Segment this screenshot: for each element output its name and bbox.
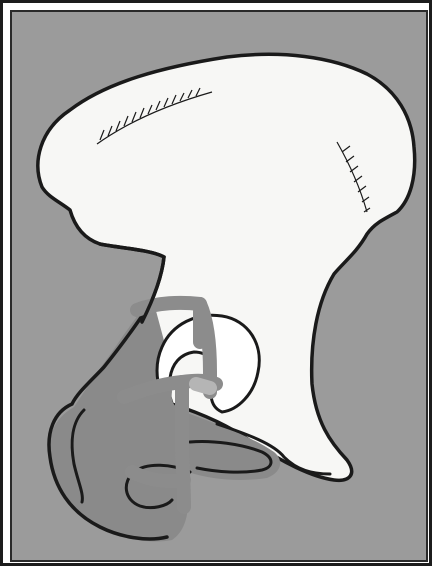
fracture-highlight — [196, 384, 210, 388]
vertical-fracture — [182, 382, 184, 507]
pelvis-diagram — [12, 12, 426, 560]
figure-canvas — [10, 10, 428, 562]
